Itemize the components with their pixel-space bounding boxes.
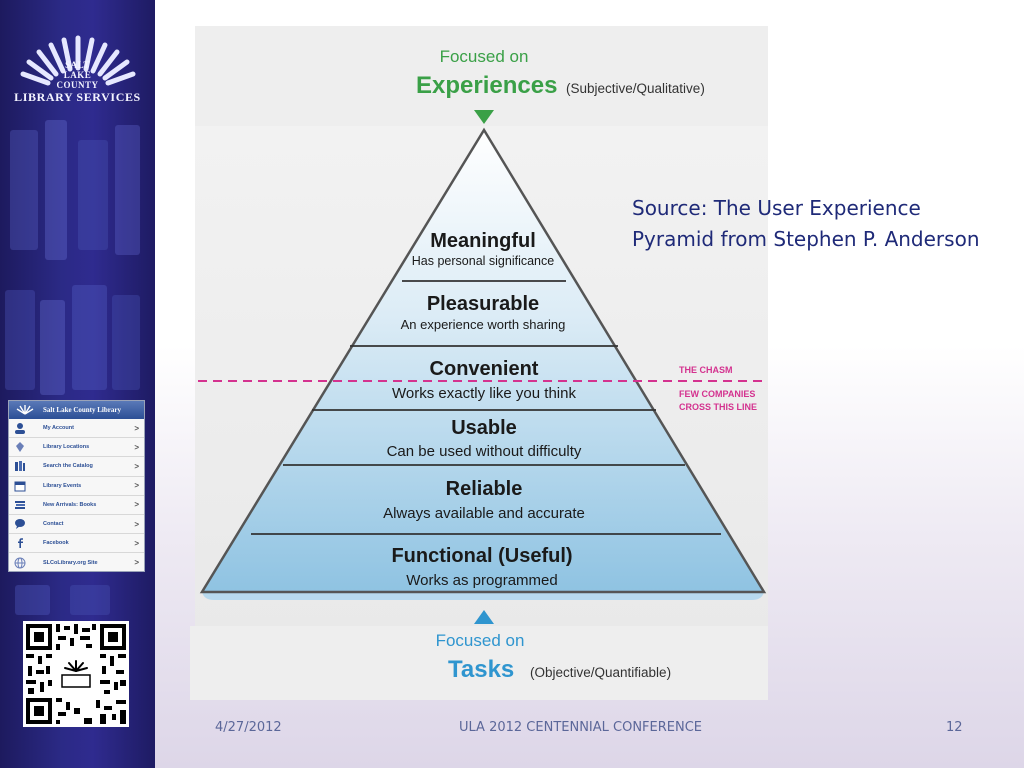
speech-bubble-icon bbox=[14, 518, 26, 530]
level-desc: An experience worth sharing bbox=[401, 317, 566, 332]
sun-logo-icon bbox=[15, 403, 35, 417]
level-desc: Works as programmed bbox=[406, 572, 557, 589]
chevron-right-icon: > bbox=[134, 481, 139, 491]
menu-item-label: Library Events bbox=[43, 482, 82, 489]
down-arrow-icon bbox=[474, 110, 494, 124]
top-band bbox=[195, 26, 768, 126]
menu-item-label: Search the Catalog bbox=[43, 463, 93, 470]
footer-date: 4/27/2012 bbox=[215, 720, 282, 735]
top-note: (Subjective/Qualitative) bbox=[566, 81, 705, 96]
book-stack-icon bbox=[14, 499, 26, 511]
chasm-label: THE CHASM bbox=[679, 365, 733, 375]
logo-line-1: SALT bbox=[65, 60, 90, 70]
logo-line-4: LIBRARY SERVICES bbox=[14, 90, 141, 104]
map-pin-icon bbox=[14, 441, 26, 453]
menu-item-label: SLCoLibrary.org Site bbox=[43, 559, 98, 566]
facebook-icon bbox=[14, 537, 26, 549]
books-icon bbox=[14, 460, 26, 472]
menu-item-library-events[interactable]: Library Events > bbox=[9, 477, 144, 496]
source-line-1: Source: The User Experience bbox=[632, 196, 921, 220]
bottom-note: (Objective/Quantifiable) bbox=[530, 665, 671, 680]
level-name: Meaningful bbox=[430, 230, 536, 252]
menu-item-slcolibrary-site[interactable]: SLCoLibrary.org Site > bbox=[9, 553, 144, 572]
calendar-icon bbox=[14, 480, 26, 492]
up-arrow-icon bbox=[474, 610, 494, 624]
chasm-note-2: CROSS THIS LINE bbox=[679, 402, 757, 412]
chevron-right-icon: > bbox=[134, 500, 139, 510]
top-focused-on: Focused on bbox=[440, 47, 529, 66]
pyramid-outline bbox=[199, 127, 767, 594]
logo-line-2: LAKE bbox=[63, 70, 92, 80]
qr-code-icon bbox=[23, 621, 129, 727]
level-name: Usable bbox=[451, 417, 517, 439]
chevron-right-icon: > bbox=[134, 423, 139, 433]
level-desc: Has personal significance bbox=[412, 254, 554, 268]
level-name: Functional (Useful) bbox=[391, 545, 572, 567]
ux-pyramid-diagram: Focused on Experiences (Subjective/Quali… bbox=[190, 26, 768, 700]
menu-item-my-account[interactable]: My Account > bbox=[9, 419, 144, 439]
level-desc: Always available and accurate bbox=[383, 505, 585, 522]
menu-item-label: Facebook bbox=[43, 540, 69, 547]
menu-item-label: New Arrivals: Books bbox=[43, 501, 97, 508]
sidebar: SALT LAKE COUNTY LIBRARY SERVICES Salt L… bbox=[0, 0, 155, 768]
chevron-right-icon: > bbox=[134, 519, 139, 529]
bottom-focused-on: Focused on bbox=[436, 631, 525, 650]
menu-item-contact[interactable]: Contact > bbox=[9, 515, 144, 535]
chevron-right-icon: > bbox=[134, 558, 139, 568]
menu-item-facebook[interactable]: Facebook > bbox=[9, 534, 144, 554]
menu-item-label: Contact bbox=[43, 521, 64, 528]
library-logo-text: SALT LAKE COUNTY LIBRARY SERVICES bbox=[0, 60, 155, 104]
person-icon bbox=[14, 422, 26, 435]
chasm-note-1: FEW COMPANIES bbox=[679, 389, 755, 399]
chevron-right-icon: > bbox=[134, 461, 139, 471]
level-desc: Works exactly like you think bbox=[392, 385, 576, 402]
globe-icon bbox=[14, 557, 26, 569]
level-name: Pleasurable bbox=[427, 293, 539, 315]
level-name: Convenient bbox=[430, 358, 539, 380]
source-line-2: Pyramid from Stephen P. Anderson bbox=[632, 227, 980, 251]
mobile-app-title: Salt Lake County Library bbox=[43, 406, 121, 414]
sun-rays-logo-icon bbox=[20, 35, 136, 86]
chevron-right-icon: > bbox=[134, 442, 139, 452]
footer-conference: ULA 2012 CENTENNIAL CONFERENCE bbox=[459, 720, 703, 735]
mobile-app-header: Salt Lake County Library bbox=[9, 401, 144, 419]
mobile-app-menu: Salt Lake County Library My Account > Li… bbox=[8, 400, 145, 572]
bottom-band bbox=[190, 626, 768, 700]
level-name: Reliable bbox=[446, 478, 523, 500]
level-desc: Can be used without difficulty bbox=[387, 443, 582, 460]
level-dividers bbox=[251, 280, 721, 535]
bottom-title: Tasks bbox=[448, 656, 514, 683]
footer-page-number: 12 bbox=[946, 720, 963, 735]
menu-item-new-arrivals[interactable]: New Arrivals: Books > bbox=[9, 496, 144, 515]
menu-item-search-catalog[interactable]: Search the Catalog > bbox=[9, 457, 144, 477]
menu-item-label: Library Locations bbox=[43, 444, 90, 451]
top-title: Experiences bbox=[416, 72, 557, 99]
pyramid-base-shadow bbox=[202, 592, 764, 600]
menu-item-library-locations[interactable]: Library Locations > bbox=[9, 438, 144, 458]
chevron-right-icon: > bbox=[134, 538, 139, 548]
logo-line-3: COUNTY bbox=[56, 80, 99, 90]
source-caption: Source: The User Experience Pyramid from… bbox=[632, 193, 1012, 255]
pyramid-shape bbox=[202, 130, 764, 592]
menu-item-label: My Account bbox=[43, 425, 74, 432]
